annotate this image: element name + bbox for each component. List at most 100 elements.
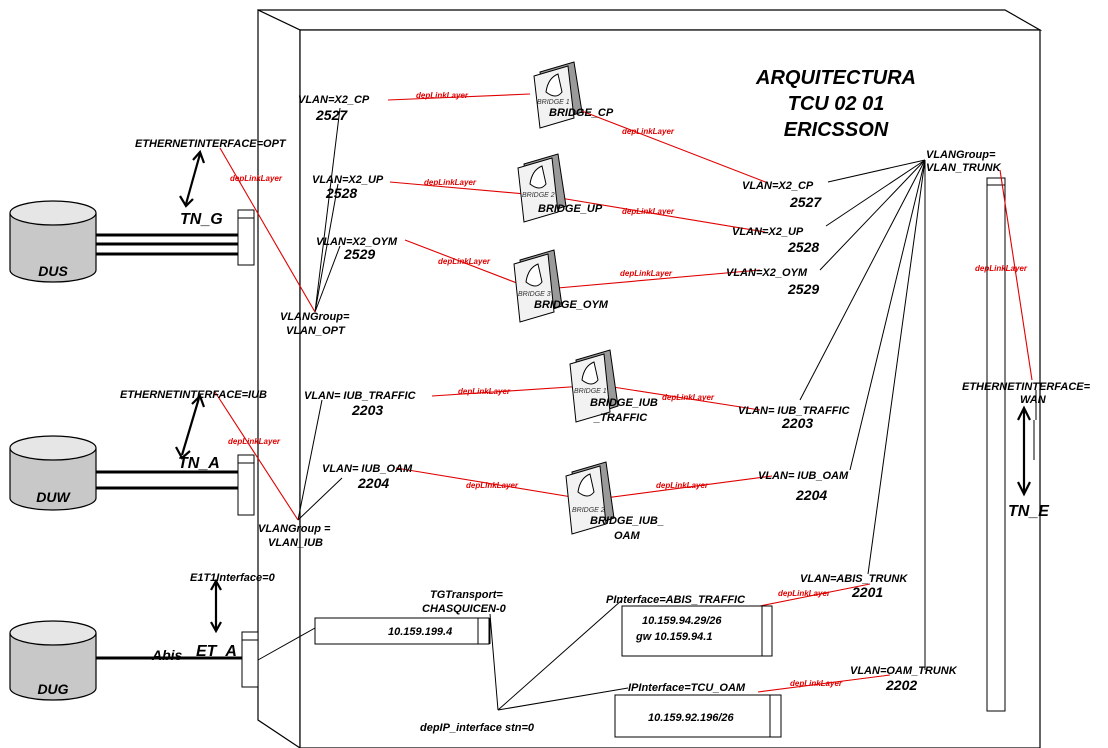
wan-port-column xyxy=(986,177,1006,712)
vlan-iub-oam-right: VLAN= IUB_OAM xyxy=(758,470,849,482)
bridge-up-number: BRIDGE 2 xyxy=(522,192,555,199)
dep-link-label: depLinkLayer xyxy=(790,679,843,688)
dus-label: DUS xyxy=(38,263,68,279)
vlan-iub-traffic-right-id: 2203 xyxy=(781,415,813,431)
tg-transport-label: TGTransport= xyxy=(430,589,503,601)
vlan-oam-trunk-id: 2202 xyxy=(885,677,917,693)
vlan-x2-cp-left: VLAN=X2_CP xyxy=(298,94,370,106)
vlan-iub-oam-right-id: 2204 xyxy=(795,487,827,503)
ethernet-wan-label: ETHERNETINTERFACE= xyxy=(962,381,1091,393)
dep-link-label: depLinkLayer xyxy=(466,481,519,490)
tg-ip-box xyxy=(314,617,491,645)
vlan-oam-trunk: VLAN=OAM_TRUNK xyxy=(850,665,958,677)
cables xyxy=(96,233,242,660)
vlan-iub-oam-left: VLAN= IUB_OAM xyxy=(322,463,413,475)
vlan-x2-oym-left-id: 2529 xyxy=(343,246,375,262)
vlan-x2-up-left: VLAN=X2_UP xyxy=(312,174,384,186)
tg-transport-label-2: CHASQUICEN-0 xyxy=(422,603,507,615)
vlangroup-opt-label: VLANGroup= xyxy=(280,311,350,323)
ip-interface-oam-label: IPInterface=TCU_OAM xyxy=(628,682,746,694)
duw-node: DUW xyxy=(9,435,97,511)
dep-link-label: depLinkLayer xyxy=(622,127,675,136)
black-connections xyxy=(257,107,1037,711)
vlangroup-trunk-label-2: VLAN_TRUNK xyxy=(926,162,1002,174)
vlan-abis-trunk-id: 2201 xyxy=(851,584,883,600)
bridge-cp-number: BRIDGE 1 xyxy=(537,99,570,106)
title-line-3: ERICSSON xyxy=(784,119,889,141)
bridge-oym-icon: BRIDGE 3 xyxy=(513,249,563,323)
dep-link-label: depLinkLayer xyxy=(230,174,283,183)
bridge-iub-oam-number: BRIDGE 2 xyxy=(572,507,605,514)
vlan-x2-cp-left-id: 2527 xyxy=(315,107,348,123)
dep-link-label: depLinkLayer xyxy=(438,257,491,266)
dep-link-label: depLinkLayer xyxy=(656,481,709,490)
bridge-up-icon: BRIDGE 2 xyxy=(517,153,567,223)
title-line-1: ARQUITECTURA xyxy=(755,67,916,89)
dep-link-label: depLinkLayer xyxy=(975,264,1028,273)
vlangroup-opt-label-2: VLAN_OPT xyxy=(286,325,346,337)
vlan-iub-traffic-left-id: 2203 xyxy=(351,402,383,418)
vlan-x2-up-right-id: 2528 xyxy=(787,239,819,255)
vlangroup-trunk-label: VLANGroup= xyxy=(926,149,996,161)
title-line-2: TCU 02 01 xyxy=(788,93,885,115)
bridge-iub-oam-icon: BRIDGE 2 xyxy=(565,461,615,535)
dus-node: DUS xyxy=(9,200,97,283)
ethernet-wan-label-2: WAN xyxy=(1020,394,1047,406)
bridge-iub-oam-label: BRIDGE_IUB_ xyxy=(590,515,664,527)
bridge-oym-number: BRIDGE 3 xyxy=(518,291,551,298)
abis-label: Abis xyxy=(151,647,183,663)
vlan-x2-oym-right-id: 2529 xyxy=(787,281,819,297)
e1t1-interface-label: E1T1Interface=0 xyxy=(190,572,276,584)
bridge-cp-label: BRIDGE_CP xyxy=(549,107,614,119)
bridge-iub-oam-label-2: OAM xyxy=(614,530,641,542)
tn-a-label: TN_A xyxy=(178,455,220,472)
diagram-title: ARQUITECTURA TCU 02 01 ERICSSON xyxy=(755,67,916,141)
vlan-x2-up-left-id: 2528 xyxy=(325,185,357,201)
vlan-x2-cp-right: VLAN=X2_CP xyxy=(742,180,814,192)
vlan-abis-trunk: VLAN=ABIS_TRUNK xyxy=(800,573,908,585)
dep-ip-interface-label: depIP_interface stn=0 xyxy=(420,722,535,734)
bridge-up-label: BRIDGE_UP xyxy=(538,203,603,215)
bridge-iub-traffic-label: BRIDGE_IUB xyxy=(590,397,658,409)
side-ports xyxy=(237,209,259,688)
duw-label: DUW xyxy=(36,489,71,505)
dep-link-label: depLinkLayer xyxy=(622,207,675,216)
ip-traffic-gateway: gw 10.159.94.1 xyxy=(635,631,712,643)
vlan-x2-oym-right: VLAN=X2_OYM xyxy=(726,267,808,279)
bridge-oym-label: BRIDGE_OYM xyxy=(534,299,609,311)
bridge-iub-traffic-icon: BRIDGE 1 xyxy=(569,349,619,423)
vlan-x2-up-right: VLAN=X2_UP xyxy=(732,226,804,238)
vlangroup-iub-label: VLANGroup = xyxy=(258,523,331,535)
vlan-x2-cp-right-id: 2527 xyxy=(789,194,822,210)
bridge-cp-icon: BRIDGE 1 xyxy=(533,61,583,129)
dep-link-labels: depLinkLayer depLinkLayer depLinkLayer d… xyxy=(228,91,1028,688)
vlan-iub-traffic-left: VLAN= IUB_TRAFFIC xyxy=(304,390,417,402)
dug-node: DUG xyxy=(9,620,97,701)
dep-link-label: depLinkLayer xyxy=(458,387,511,396)
dep-link-label: depLinkLayer xyxy=(416,91,469,100)
tn-e-label: TN_E xyxy=(1008,503,1050,520)
bridge-iub-traffic-label-2: _TRAFFIC xyxy=(593,412,648,424)
ethernet-iub-label: ETHERNETINTERFACE=IUB xyxy=(120,389,267,401)
bridge-iub-traffic-number: BRIDGE 1 xyxy=(574,388,607,395)
dep-link-label: depLinkLayer xyxy=(662,393,715,402)
ip-traffic-address: 10.159.94.29/26 xyxy=(642,615,722,627)
dep-link-lines xyxy=(214,93,1033,693)
dug-label: DUG xyxy=(37,681,68,697)
tn-g-label: TN_G xyxy=(180,211,223,228)
vlangroup-iub-label-2: VLAN_IUB xyxy=(268,537,323,549)
dep-link-label: depLinkLayer xyxy=(424,178,477,187)
ip-oam-address: 10.159.92.196/26 xyxy=(648,712,735,724)
tg-ip-address: 10.159.199.4 xyxy=(388,626,452,638)
ip-oam-box xyxy=(614,694,782,738)
dep-link-label: depLinkLayer xyxy=(228,437,281,446)
ethernet-opt-label: ETHERNETINTERFACE=OPT xyxy=(135,138,287,150)
vlan-iub-oam-left-id: 2204 xyxy=(357,475,389,491)
dep-link-label: depLinkLayer xyxy=(778,589,831,598)
vlan-x2-oym-left: VLAN=X2_OYM xyxy=(316,236,398,248)
et-a-label: ET_A xyxy=(196,643,237,660)
vlan-iub-traffic-right: VLAN= IUB_TRAFFIC xyxy=(738,405,851,417)
dep-link-label: depLinkLayer xyxy=(620,269,673,278)
ip-traffic-box xyxy=(621,605,773,657)
